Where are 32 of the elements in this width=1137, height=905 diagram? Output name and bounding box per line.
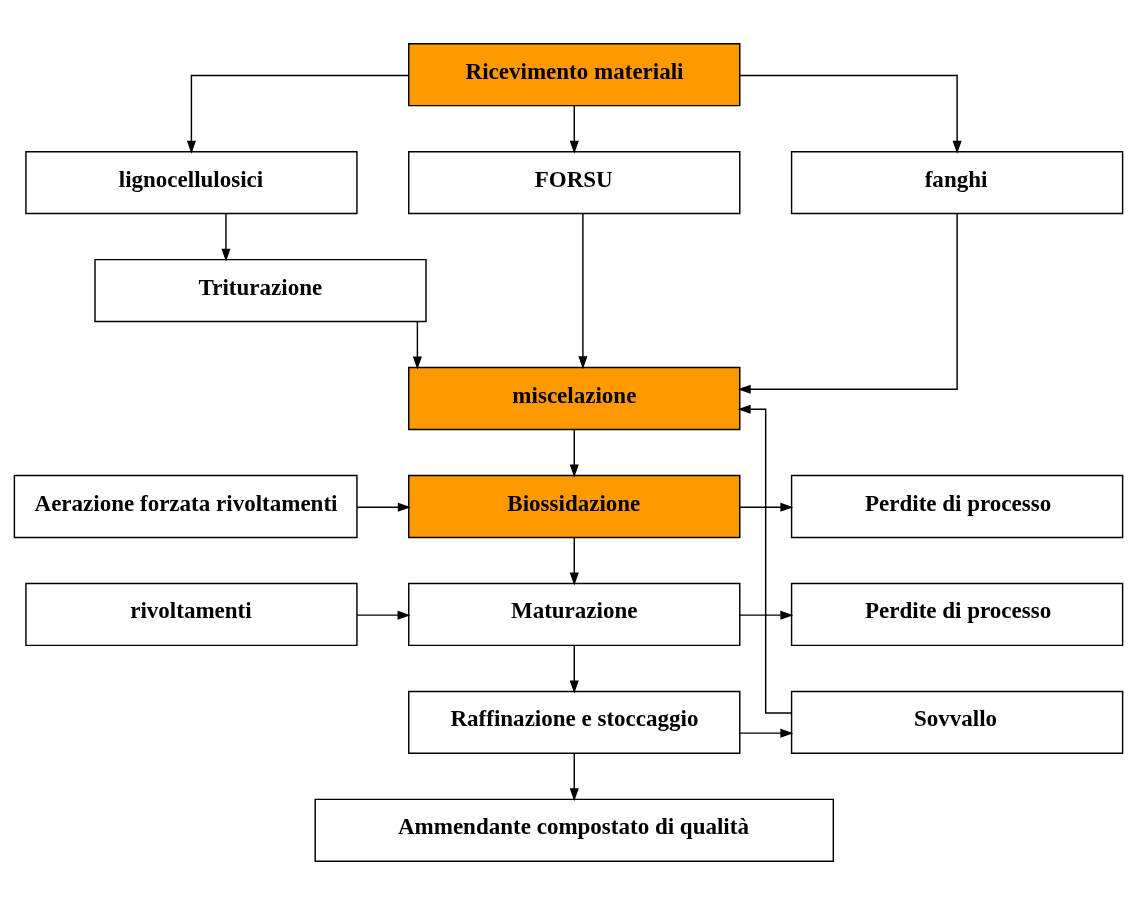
arrow [737,404,793,714]
arrow [739,74,962,154]
node-box: lignocellulosici [25,151,358,215]
arrow [412,321,422,370]
arrow [569,536,579,586]
node-box: miscelazione [408,366,741,431]
arrow [569,752,579,802]
arrow [356,502,411,512]
node-box: Ammendante compostato di qualità [314,798,835,862]
node-box: Perdite di processo [790,582,1124,647]
node-box: Aerazione forzata rivoltamenti [13,474,358,539]
arrow [356,610,411,620]
node-box: Biossidazione [408,474,741,539]
node-box: Sovvallo [790,690,1124,754]
node-box: rivoltamenti [25,582,358,647]
node-box: FORSU [408,151,741,215]
node-box: Maturazione [408,582,741,647]
arrow [221,213,231,262]
arrow [739,502,794,512]
arrow [569,644,579,694]
node-box: fanghi [790,151,1124,215]
node-box: Triturazione [94,258,427,323]
arrow [186,74,410,154]
arrow [569,429,579,478]
node-box: Perdite di processo [790,474,1124,539]
node-box: Ricevimento materiali [408,43,741,107]
node-box: Raffinazione e stoccaggio [408,690,741,754]
arrow [578,213,588,370]
arrow [569,105,579,154]
arrow [737,213,958,394]
arrow [739,610,794,620]
arrow [739,728,794,738]
